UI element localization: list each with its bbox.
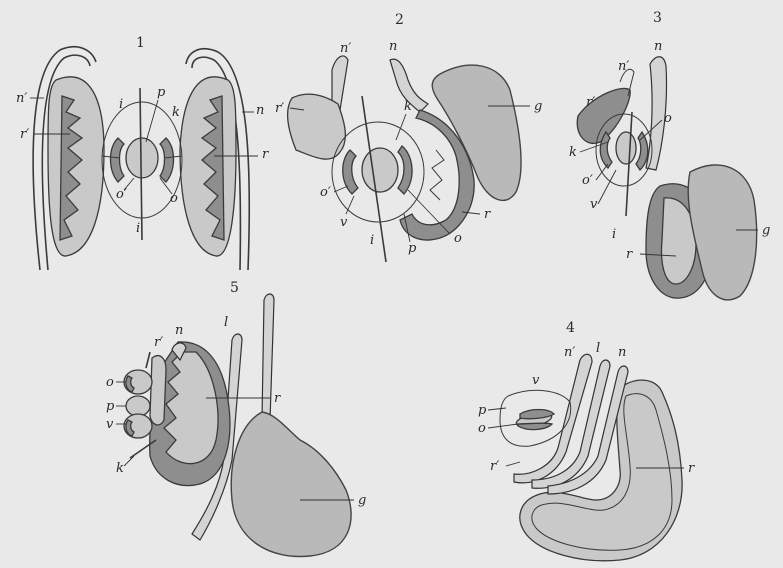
panel-1-label-i-lower: i xyxy=(136,221,140,236)
panel-2-label-p: p xyxy=(408,241,417,256)
panel-5-label-n: n xyxy=(175,323,183,338)
panel-5-label-g: g xyxy=(358,493,366,508)
panel-3-label-g: g xyxy=(762,223,770,238)
panel-2-central-bulb xyxy=(362,148,398,192)
panel-4-label-o: o xyxy=(478,421,486,436)
panel-4-label-p: p xyxy=(478,403,487,418)
panel-4-label-r-prime: r′ xyxy=(490,459,499,474)
panel-1-label-r: r xyxy=(262,147,269,162)
panel-1-label-p: p xyxy=(157,85,166,100)
panel-4-number: 4 xyxy=(566,320,575,336)
panel-3-label-r: r xyxy=(626,247,633,262)
panel-2-number: 2 xyxy=(395,12,404,28)
panel-3-label-v: v xyxy=(590,197,598,212)
panel-3-central-bulb xyxy=(616,132,636,164)
panel-2-label-o: o xyxy=(454,231,462,246)
panel-4-label-n: n xyxy=(618,345,626,360)
panel-2-label-g: g xyxy=(534,99,542,114)
panel-2-label-n-prime: n′ xyxy=(340,41,351,56)
panel-1-number: 1 xyxy=(136,35,145,51)
panel-3-label-k: k xyxy=(569,145,577,160)
panel-2-label-r-prime: r′ xyxy=(275,101,284,116)
panel-5-label-l: l xyxy=(224,315,228,330)
panel-5-label-v: v xyxy=(106,417,114,432)
panel-5-organ-r-prime xyxy=(150,356,166,425)
panel-4-label-v: v xyxy=(532,373,540,388)
panel-5-number: 5 xyxy=(230,280,239,296)
panel-2-label-v: v xyxy=(340,215,348,230)
panel-3-label-n: n xyxy=(654,39,662,54)
panel-1-label-n-prime: n′ xyxy=(16,91,27,106)
panel-1-label-n: n xyxy=(256,103,264,118)
panel-4-label-r: r xyxy=(688,461,695,476)
panel-1-label-r-prime: r′ xyxy=(20,127,29,142)
panel-3-label-o: o xyxy=(664,111,672,126)
panel-1-central-bulb xyxy=(126,138,158,178)
panel-3-label-o-prime: o′ xyxy=(582,173,593,188)
panel-5-label-k: k xyxy=(116,461,124,476)
panel-5-bulb-p xyxy=(126,396,150,416)
panel-3-label-r-prime: r′ xyxy=(586,95,595,110)
panel-5-label-r: r xyxy=(274,391,281,406)
panel-3-label-n-prime: n′ xyxy=(618,59,629,74)
panel-4-label-l: l xyxy=(596,341,600,356)
panel-1-label-k: k xyxy=(172,105,180,120)
panel-2-label-o-prime: o′ xyxy=(320,185,331,200)
panel-4-label-n-prime: n′ xyxy=(564,345,575,360)
panel-2-label-n: n xyxy=(389,39,397,54)
panel-3-number: 3 xyxy=(653,10,662,26)
panel-2-label-i: i xyxy=(370,233,374,248)
panel-5-label-o: o xyxy=(106,375,114,390)
panel-5-label-r-prime: r′ xyxy=(154,335,163,350)
panel-3-label-i: i xyxy=(612,227,616,242)
panel-5-label-p: p xyxy=(106,399,115,414)
panel-2-label-r: r xyxy=(484,207,491,222)
panel-1-label-i: i xyxy=(119,97,123,112)
panel-2-label-k: k xyxy=(404,99,412,114)
